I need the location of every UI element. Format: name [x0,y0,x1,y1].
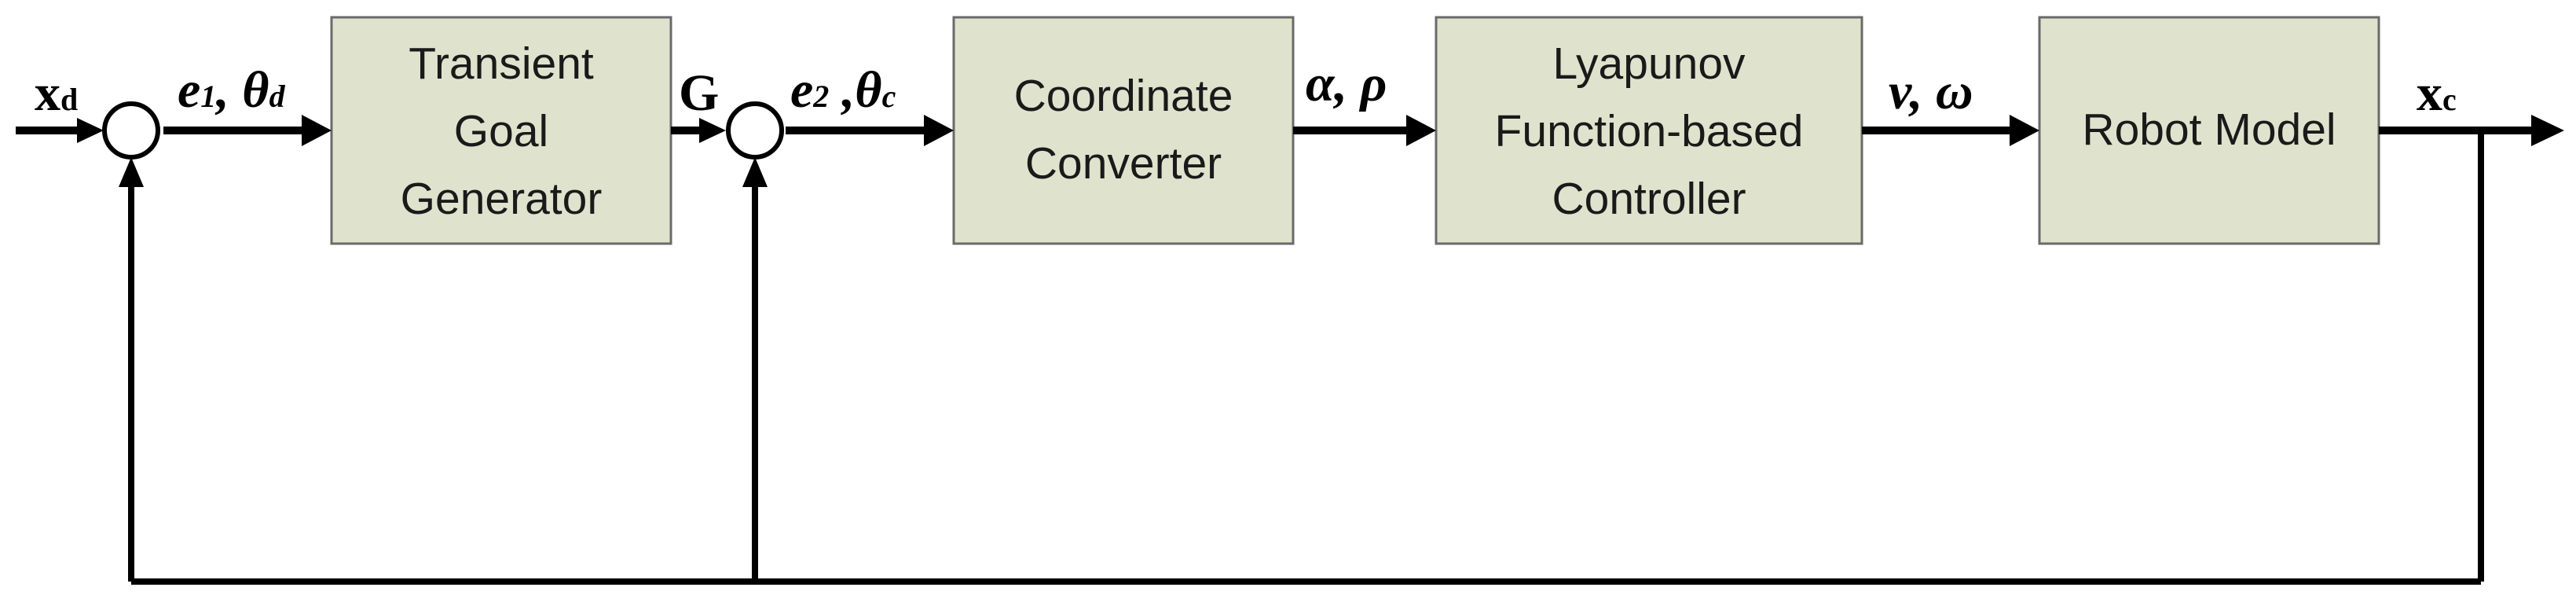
block-label-line: Converter [1025,138,1222,189]
arrowhead [1406,115,1436,146]
block-robot-model: Robot Model [2038,16,2380,245]
signal-label-velocity: v, ω [1889,63,1973,120]
arrowhead [2010,115,2039,146]
signal-label-output: xc [2417,64,2457,122]
block-lyapunov-controller: Lyapunov Function-based Controller [1435,16,1863,245]
summing-junction-outer [102,101,160,160]
arrowhead [2531,115,2564,146]
arrowhead [302,115,332,146]
block-label-line: Controller [1552,174,1746,224]
block-label-line: Transient [409,39,594,89]
block-label-line: Function-based [1495,106,1804,156]
block-label-line: Generator [401,174,603,224]
block-label-line: Robot Model [2082,105,2336,155]
signal-label-error2: e2 ,θc [790,61,896,119]
arrowhead [77,118,104,143]
block-transient-goal-generator: Transient Goal Generator [330,16,672,245]
signal-label-goal: G [679,64,719,122]
arrowhead [119,157,144,187]
signal-label-input: xd [35,64,78,122]
block-label-line: Lyapunov [1552,39,1746,89]
signal-label-error1: e1, θd [178,61,286,119]
block-label-line: Goal [454,106,548,156]
block-coordinate-converter: Coordinate Converter [952,16,1295,245]
arrowhead [742,157,768,187]
signal-label-polar: α, ρ [1306,55,1387,112]
arrowhead [699,118,726,143]
summing-junction-inner [726,101,784,160]
block-label-line: Coordinate [1014,71,1233,121]
arrowhead [924,115,954,146]
